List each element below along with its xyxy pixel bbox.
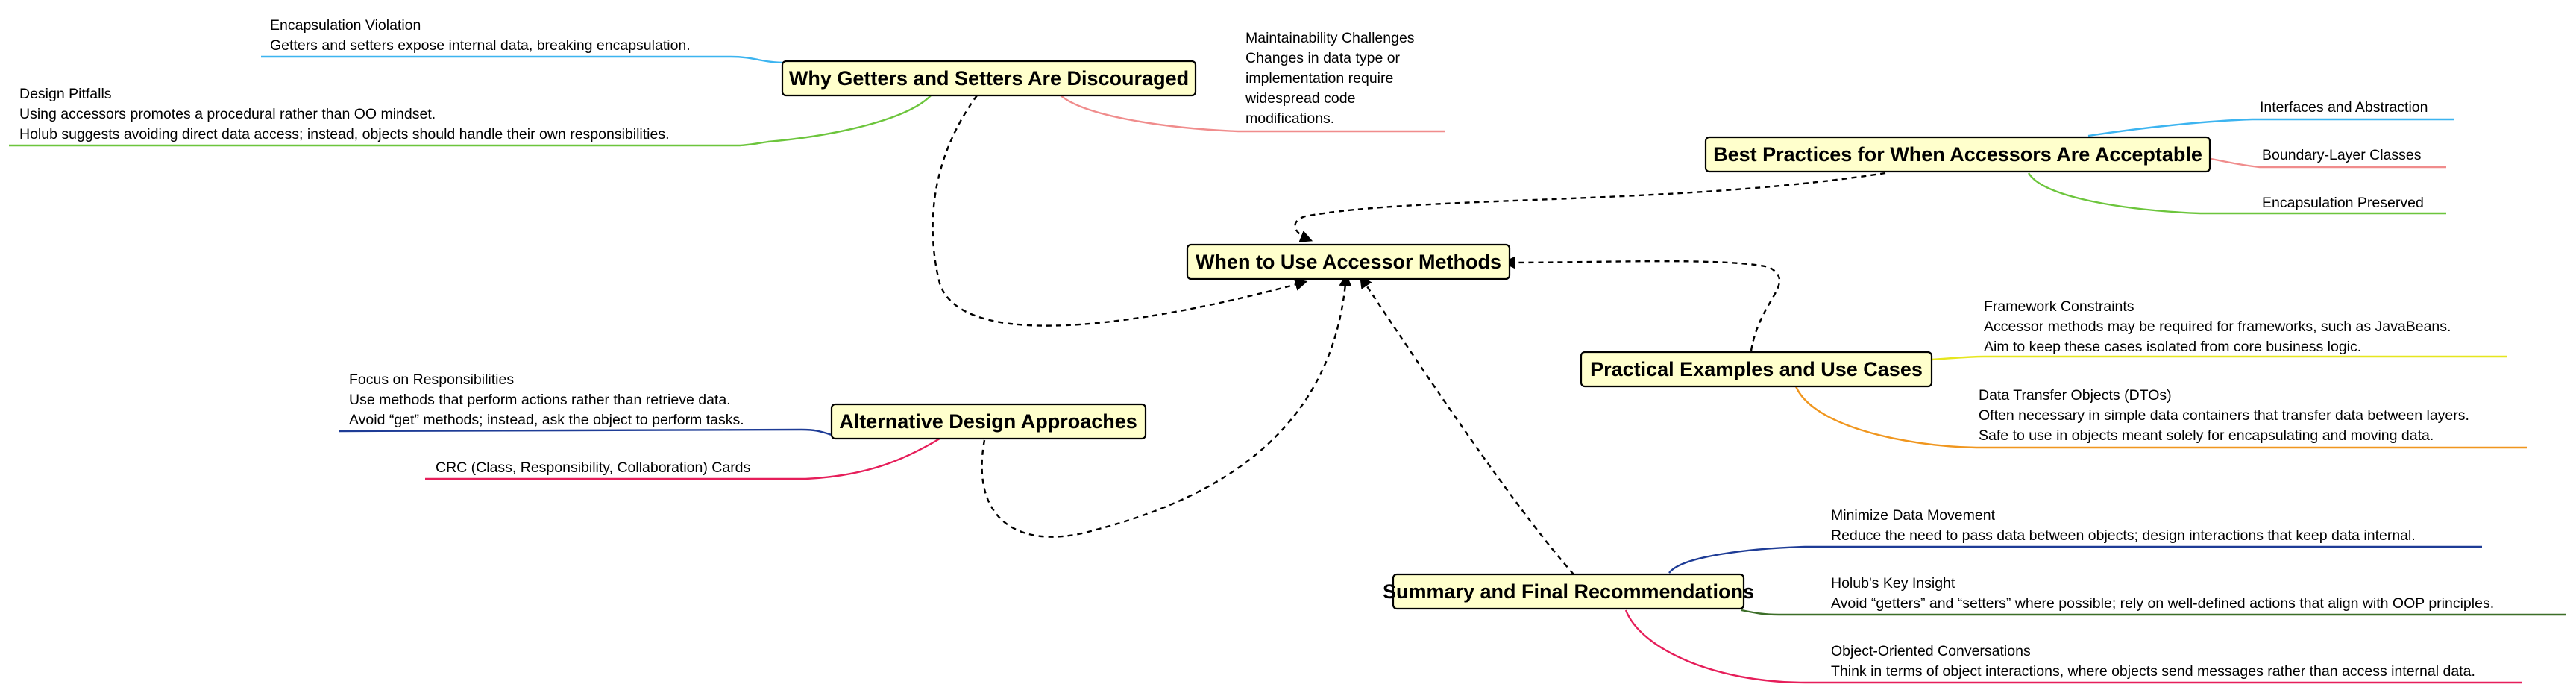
branch-maintainability [1058, 93, 1445, 133]
branches-alt [339, 428, 940, 480]
leaf-line: Changes in data type or [1245, 50, 1401, 66]
branch-focus [339, 428, 832, 436]
leaf-design-pitfalls: Design Pitfalls Using accessors promotes… [19, 86, 670, 142]
topic-summary-label: Summary and Final Recommendations [1383, 580, 1754, 603]
branches-why [9, 55, 1445, 147]
leaf-encapsulation-violation: Encapsulation Violation Getters and sett… [270, 17, 691, 54]
leaf-line: Maintainability Challenges [1245, 30, 1415, 46]
topic-best-label: Best Practices for When Accessors Are Ac… [1713, 143, 2202, 166]
leaf-line: Framework Constraints [1984, 298, 2134, 315]
leaf-line: Using accessors promotes a procedural ra… [19, 106, 436, 122]
branches-summary [1624, 545, 2566, 684]
leaf-line: Encapsulation Preserved [2262, 195, 2424, 211]
leaf-maintainability: Maintainability Challenges Changes in da… [1245, 30, 1419, 127]
leaf-line: widespread code [1245, 90, 1355, 107]
link-summary-to-central [1360, 275, 1574, 575]
branch-encapsulation-violation [261, 55, 788, 64]
leaf-line: Holub suggests avoiding direct data acce… [19, 126, 670, 142]
leaf-line: Interfaces and Abstraction [2260, 99, 2428, 116]
branch-minimize [1668, 545, 2482, 574]
topic-why-getters-setters[interactable]: Why Getters and Setters Are Discouraged [781, 60, 1197, 97]
leaf-line: Object-Oriented Conversations [1831, 643, 2031, 659]
leaf-line: modifications. [1245, 110, 1334, 127]
leaf-line: Focus on Responsibilities [349, 371, 514, 388]
branch-oo [1624, 609, 2522, 684]
leaf-line: Data Transfer Objects (DTOs) [1979, 387, 2172, 404]
leaf-line: Aim to keep these cases isolated from co… [1984, 339, 2361, 355]
leaf-crc-cards: CRC (Class, Responsibility, Collaboratio… [436, 460, 751, 476]
leaf-line: Design Pitfalls [19, 86, 112, 102]
leaf-line: Minimize Data Movement [1831, 507, 1996, 524]
link-practical-to-central [1502, 256, 1780, 351]
branch-interfaces [2087, 118, 2454, 137]
leaf-interfaces: Interfaces and Abstraction [2260, 99, 2428, 116]
leaf-line: Holub's Key Insight [1831, 575, 1955, 592]
branch-crc [425, 437, 940, 480]
leaf-focus-responsibilities: Focus on Responsibilities Use methods th… [349, 371, 744, 428]
leaf-line: Encapsulation Violation [270, 17, 421, 34]
leaf-framework-constraints: Framework Constraints Accessor methods m… [1984, 298, 2455, 355]
branches-practical [1794, 355, 2527, 449]
leaf-oo-conversations: Object-Oriented Conversations Think in t… [1831, 643, 2475, 680]
topic-why-label: Why Getters and Setters Are Discouraged [789, 67, 1189, 90]
link-best-to-central [1294, 172, 1886, 242]
leaf-line: Reduce the need to pass data between obj… [1831, 527, 2416, 544]
topic-practical-label: Practical Examples and Use Cases [1590, 358, 1923, 380]
leaf-line: Avoid “get” methods; instead, ask the ob… [349, 412, 744, 428]
leaf-line: Often necessary in simple data container… [1979, 407, 2469, 424]
leaf-preserved: Encapsulation Preserved [2262, 195, 2424, 211]
link-why-to-central [932, 95, 1308, 327]
leaf-holub-insight: Holub's Key Insight Avoid “getters” and … [1831, 575, 2494, 612]
branch-design-pitfalls [9, 93, 933, 147]
leaf-line: Avoid “getters” and “setters” where poss… [1831, 595, 2494, 612]
branch-dto [1794, 386, 2527, 449]
link-alt-to-central [981, 273, 1352, 538]
topic-summary[interactable]: Summary and Final Recommendations [1383, 573, 1754, 610]
central-topic[interactable]: When to Use Accessor Methods [1186, 243, 1511, 280]
branch-framework [1931, 355, 2507, 361]
branches-best [2027, 118, 2454, 215]
topic-practical-examples[interactable]: Practical Examples and Use Cases [1580, 351, 1933, 388]
central-topic-label: When to Use Accessor Methods [1196, 251, 1501, 273]
branch-boundary [2207, 157, 2446, 169]
leaf-line: implementation require [1245, 70, 1393, 87]
leaf-dto: Data Transfer Objects (DTOs) Often neces… [1979, 387, 2473, 444]
leaf-line: Boundary-Layer Classes [2262, 147, 2422, 163]
leaf-minimize-data-movement: Minimize Data Movement Reduce the need t… [1831, 507, 2416, 544]
topic-alternative-design[interactable]: Alternative Design Approaches [830, 403, 1147, 440]
leaf-line: Getters and setters expose internal data… [270, 37, 691, 54]
leaf-boundary: Boundary-Layer Classes [2262, 147, 2422, 163]
topic-alt-label: Alternative Design Approaches [839, 410, 1137, 433]
leaf-line: Use methods that perform actions rather … [349, 392, 731, 408]
leaf-line: Safe to use in objects meant solely for … [1979, 427, 2434, 444]
leaf-line: Accessor methods may be required for fra… [1984, 319, 2451, 335]
branch-preserved [2027, 172, 2446, 215]
topic-best-practices[interactable]: Best Practices for When Accessors Are Ac… [1704, 136, 2211, 173]
branch-holub [1741, 609, 2566, 616]
leaf-line: Think in terms of object interactions, w… [1831, 663, 2475, 680]
leaf-line: CRC (Class, Responsibility, Collaboratio… [436, 460, 751, 476]
